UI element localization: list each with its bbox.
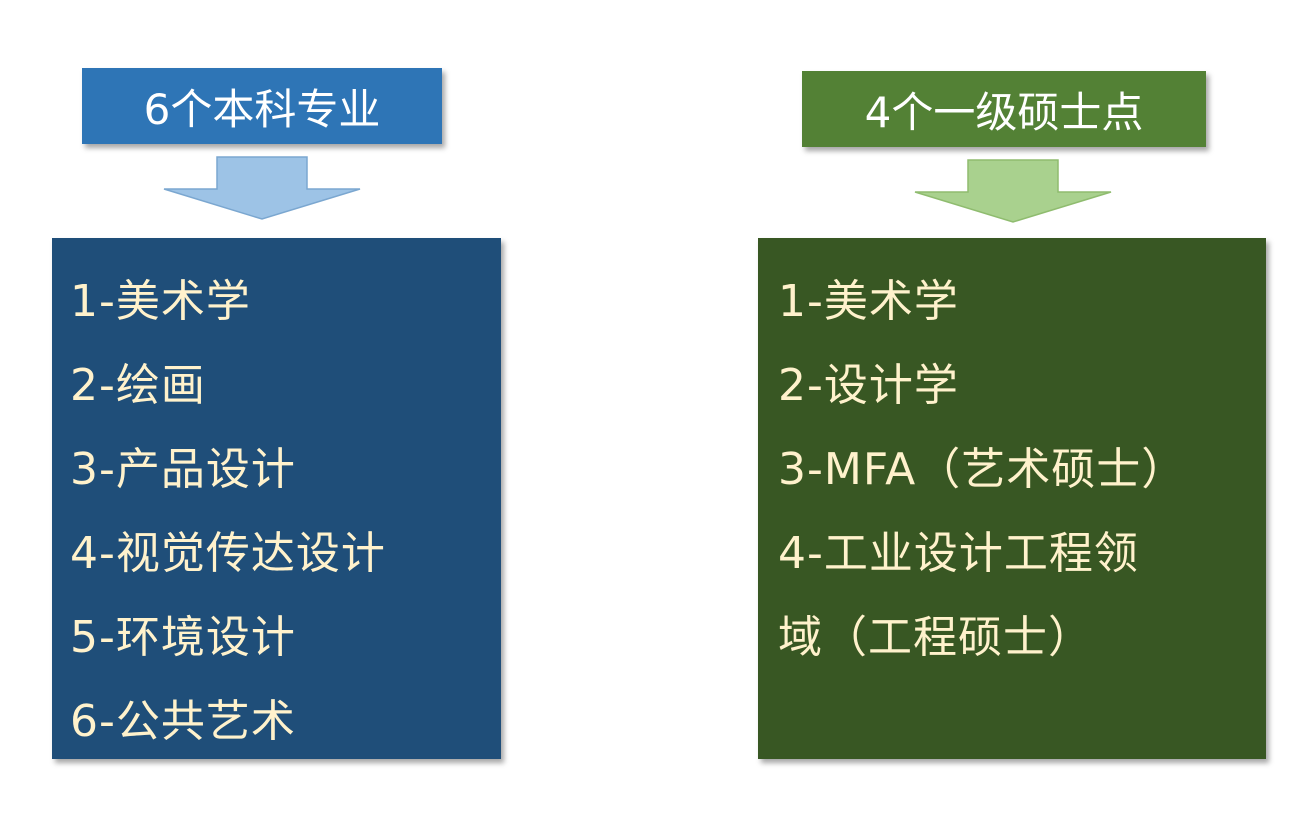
down-arrow-icon — [914, 159, 1112, 223]
list-item: 3-MFA（艺术硕士） — [778, 444, 1187, 495]
list-item: 6-公共艺术 — [70, 696, 296, 747]
list-item: 2-设计学 — [778, 360, 959, 411]
undergraduate-majors-header: 6个本科专业 — [82, 68, 442, 144]
master-programs-header: 4个一级硕士点 — [802, 71, 1206, 147]
list-item: 4-工业设计工程领 — [778, 528, 1139, 579]
master-programs-header-label: 4个一级硕士点 — [864, 87, 1144, 137]
list-item: 5-环境设计 — [70, 612, 296, 663]
down-arrow-icon — [163, 156, 361, 220]
list-item: 域（工程硕士） — [778, 612, 1093, 663]
list-item: 4-视觉传达设计 — [70, 528, 386, 579]
list-item: 1-美术学 — [778, 276, 959, 327]
list-item: 3-产品设计 — [70, 444, 296, 495]
undergraduate-majors-list: 1-美术学 2-绘画 3-产品设计 4-视觉传达设计 5-环境设计 6-公共艺术 — [52, 238, 501, 759]
master-programs-list: 1-美术学 2-设计学 3-MFA（艺术硕士） 4-工业设计工程领 域（工程硕士… — [758, 238, 1266, 759]
list-item: 2-绘画 — [70, 360, 206, 411]
undergraduate-majors-header-label: 6个本科专业 — [143, 84, 381, 134]
list-item: 1-美术学 — [70, 276, 251, 327]
